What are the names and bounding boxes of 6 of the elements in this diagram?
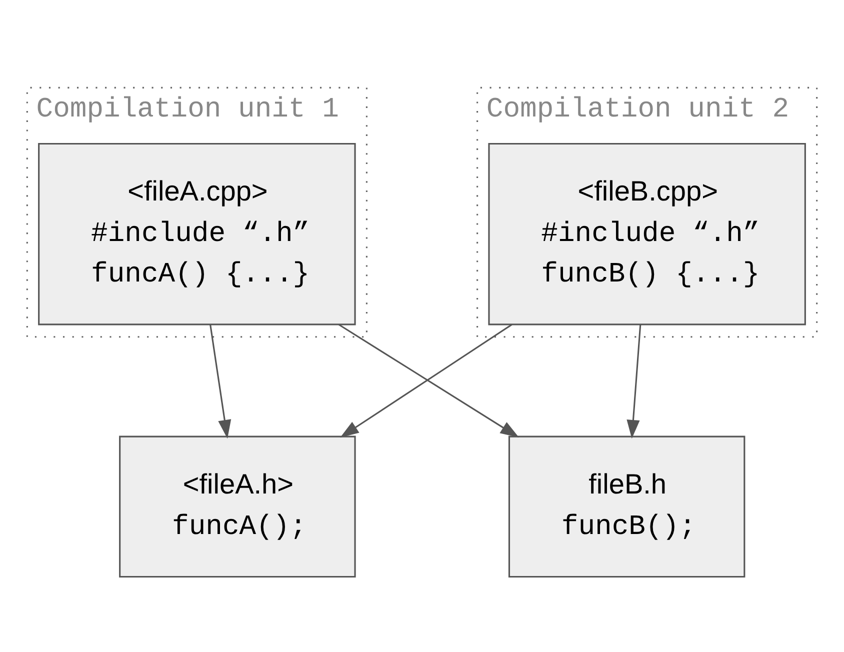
node-box: <fileB.cpp> #include “.h” funcB() {...} xyxy=(488,142,806,326)
node-box: <fileA.cpp> #include “.h” funcA() {...} xyxy=(38,142,356,326)
arrow xyxy=(626,324,642,439)
node-box: <fileA.h> funcA(); xyxy=(119,436,356,578)
node-box: fileB.h funcB(); xyxy=(508,436,746,578)
arrow xyxy=(210,324,232,439)
